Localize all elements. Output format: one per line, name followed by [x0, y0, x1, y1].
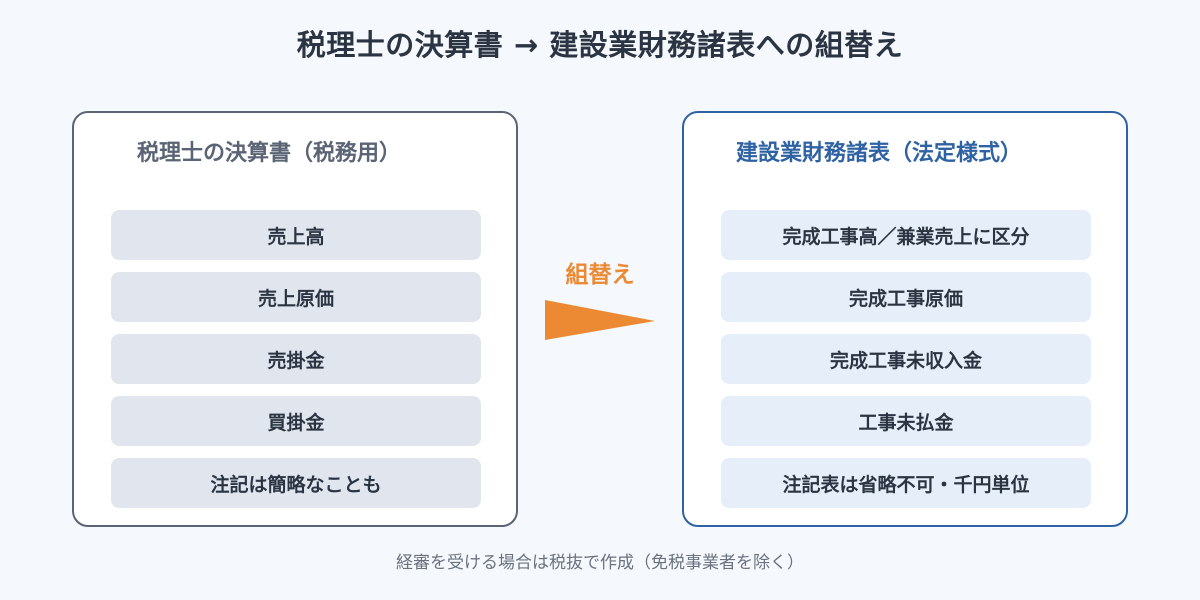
- construction-statements-panel: 建設業財務諸表（法定様式） 完成工事高／兼業売上に区分 完成工事原価 完成工事未…: [682, 111, 1128, 527]
- tax-statements-panel-title: 税理士の決算書（税務用）: [136, 141, 401, 166]
- footer-note: 経審を受ける場合は税抜で作成（免税事業者を除く）: [396, 553, 804, 573]
- tax-item-sales: 売上高: [111, 210, 481, 260]
- construction-item-cost: 完成工事原価: [721, 272, 1091, 322]
- right-arrow-icon: [545, 300, 655, 340]
- tax-item-accounts-payable: 買掛金: [111, 396, 481, 446]
- construction-item-payable: 工事未払金: [721, 396, 1091, 446]
- tax-statements-panel: 税理士の決算書（税務用） 売上高 売上原価 売掛金 買掛金 注記は簡略なことも: [72, 111, 518, 527]
- construction-statements-panel-title: 建設業財務諸表（法定様式）: [735, 141, 1022, 166]
- arrow-label: 組替え: [565, 262, 635, 288]
- construction-item-notes: 注記表は省略不可・千円単位: [721, 458, 1091, 508]
- tax-item-notes: 注記は簡略なことも: [111, 458, 481, 508]
- construction-item-revenue: 完成工事高／兼業売上に区分: [721, 210, 1091, 260]
- tax-item-accounts-receivable: 売掛金: [111, 334, 481, 384]
- page-title: 税理士の決算書 → 建設業財務諸表への組替え: [296, 28, 904, 62]
- tax-item-cost-of-sales: 売上原価: [111, 272, 481, 322]
- construction-item-receivable: 完成工事未収入金: [721, 334, 1091, 384]
